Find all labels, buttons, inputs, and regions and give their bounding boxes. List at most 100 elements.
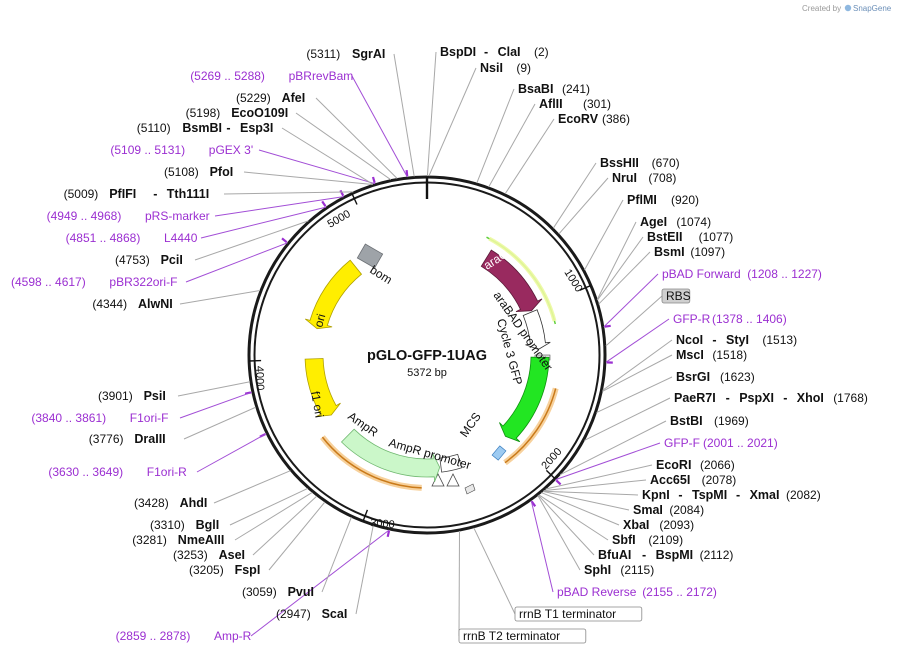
site-label-bsshii[interactable]: BssHII(670): [600, 156, 680, 170]
feature-ampr-promoter[interactable]: [439, 453, 463, 473]
leader-line: [558, 177, 609, 235]
feature-bom[interactable]: [356, 243, 384, 269]
site-label-nmeaiii[interactable]: (3281)NmeAIII: [132, 533, 224, 547]
primer-text: pBRrevBam: [289, 69, 354, 83]
site-label-acc65i[interactable]: Acc65I(2078): [650, 473, 736, 487]
feature-mcs[interactable]: [491, 445, 507, 461]
site-label-ecoo109i[interactable]: (5198)EcoO109I: [186, 106, 289, 120]
leader-line: [177, 381, 251, 397]
leader-line: [393, 53, 415, 177]
site-label-bsmbi[interactable]: (5110)BsmBI-Esp3I: [137, 121, 274, 135]
feature-arac[interactable]: [480, 249, 543, 312]
site-label-draiii[interactable]: (3776)DraIII: [89, 432, 166, 446]
site-label-sbfi[interactable]: SbfI(2109): [612, 533, 683, 547]
enzyme-name: BfuAI: [598, 548, 631, 562]
site-label-pfifi[interactable]: (5009)PfIFI-Tth111I: [64, 187, 210, 201]
site-label-ncoi[interactable]: NcoI-StyI(1513): [676, 333, 797, 347]
site-label-asei[interactable]: (3253)AseI: [173, 548, 245, 562]
site-label-psii[interactable]: (3901)PsiI: [98, 389, 166, 403]
site-label-rrnbt2[interactable]: rrnB T2 terminator: [458, 628, 587, 644]
site-label-pbrrevbam[interactable]: (5269 .. 5288)pBRrevBam: [190, 69, 353, 83]
site-label-ecorv[interactable]: EcoRV(386): [558, 112, 630, 126]
site-position: (1074): [676, 215, 711, 229]
site-label-f1orir[interactable]: (3630 .. 3649)F1ori-R: [48, 465, 187, 479]
site-label-agei[interactable]: AgeI(1074): [640, 215, 711, 229]
plasmid-center: pGLO-GFP-1UAG 5372 bp: [367, 348, 487, 379]
site-label-pbadf[interactable]: pBAD Forward(1208 .. 1227): [662, 267, 822, 281]
leader-line: [602, 339, 673, 391]
enzyme-name: ScaI: [322, 607, 348, 621]
site-label-f1orif[interactable]: (3840 .. 3861)F1ori-F: [31, 411, 168, 425]
enzyme-name: PsiI: [144, 389, 166, 403]
site-position: (2947): [276, 607, 311, 621]
site-label-bspdi[interactable]: BspDI-ClaI(2): [440, 45, 549, 59]
site-label-bsteii[interactable]: BstEII(1077): [647, 230, 733, 244]
site-label-ecori[interactable]: EcoRI(2066): [656, 458, 735, 472]
leader-line: [605, 318, 670, 363]
enzyme-name: BsaBI: [518, 82, 553, 96]
feature-ampr[interactable]: [340, 428, 441, 482]
site-label-pcii[interactable]: (4753)PciI: [115, 253, 183, 267]
site-label-afei[interactable]: (5229)AfeI: [236, 91, 305, 105]
site-label-smai[interactable]: SmaI(2084): [633, 503, 704, 517]
site-label-ampr_primer[interactable]: (2859 .. 2878)Amp-R: [116, 629, 252, 643]
site-label-nsii[interactable]: NsiI(9): [480, 61, 531, 75]
site-label-pbadr[interactable]: pBAD Reverse(2155 .. 2172): [557, 585, 717, 599]
site-label-xbai[interactable]: XbaI(2093): [623, 518, 694, 532]
site-label-paer7i[interactable]: PaeR7I-PspXI-XhoI(1768): [674, 391, 868, 405]
leader-line: [426, 51, 437, 177]
site-label-bsrgi[interactable]: BsrGI(1623): [676, 370, 755, 384]
site-position: (1518): [712, 348, 747, 362]
enzyme-name: PfoI: [210, 165, 234, 179]
site-label-kpni[interactable]: KpnI-TspMI-XmaI(2082): [642, 488, 821, 502]
site-label-rbs[interactable]: RBS: [661, 288, 691, 304]
leader-line: [185, 242, 288, 283]
site-label-pbr322[interactable]: (4598 .. 4617)pBR322ori-F: [11, 275, 177, 289]
site-label-scai[interactable]: (2947) ScaI: [276, 607, 347, 621]
site-label-prsmarker[interactable]: (4949 .. 4968)pRS-marker: [47, 209, 210, 223]
site-label-pvui[interactable]: (3059)PvuI: [242, 585, 314, 599]
site-label-nrui[interactable]: NruI(708): [612, 171, 676, 185]
site-label-alwni[interactable]: (4344)AlwNI: [92, 297, 172, 311]
primer-mark: [321, 200, 327, 207]
site-label-gfpr[interactable]: GFP-R(1378 .. 1406): [673, 312, 787, 326]
rrnb-t2-terminator-icon[interactable]: [446, 473, 460, 487]
site-label-rrnbt1[interactable]: rrnB T1 terminator: [514, 606, 643, 622]
site-position: (301): [583, 97, 611, 111]
site-label-pgex3[interactable]: (5109 .. 5131)pGEX 3': [110, 143, 253, 157]
enzyme-name: -: [484, 45, 488, 59]
enzyme-name: BglI: [196, 518, 220, 532]
enzyme-name: NcoI: [676, 333, 703, 347]
enzyme-name: XbaI: [623, 518, 649, 532]
site-label-msci[interactable]: MscI(1518): [676, 348, 747, 362]
enzyme-name: -: [678, 488, 682, 502]
site-label-gfpf[interactable]: GFP-F(2001 .. 2021): [664, 436, 778, 450]
site-label-sgrai[interactable]: (5311)SgrAI: [306, 47, 385, 61]
site-label-fspi[interactable]: (3205)FspI: [189, 563, 260, 577]
site-position: (5009): [64, 187, 99, 201]
site-label-ahdi[interactable]: (3428)AhdI: [134, 496, 207, 510]
plasmid-name: pGLO-GFP-1UAG: [367, 348, 487, 364]
site-label-l4440[interactable]: (4851 .. 4868)L4440: [66, 231, 198, 245]
feature-ori[interactable]: [304, 259, 363, 330]
site-label-bsabi[interactable]: BsaBI(241): [518, 82, 590, 96]
rrnb-t1-terminator-icon[interactable]: [464, 483, 476, 495]
site-label-pflmi[interactable]: PflMI(920): [627, 193, 699, 207]
site-label-sphi[interactable]: SphI(2115): [584, 563, 654, 577]
site-label-aflii[interactable]: AflII(301): [539, 97, 611, 111]
site-label-bfuai[interactable]: BfuAI-BspMI(2112): [598, 548, 733, 562]
leader-line: [351, 75, 408, 178]
site-label-bgli[interactable]: (3310)BglI: [150, 518, 219, 532]
feature-gfp[interactable]: [499, 356, 550, 443]
leader-line: [250, 529, 390, 637]
leader-line: [504, 118, 555, 195]
scale-tick: [362, 509, 369, 522]
primer-text: (1378 .. 1406): [712, 312, 787, 326]
site-label-pfoi[interactable]: (5108)PfoI: [164, 165, 233, 179]
primer-text: (3840 .. 3861): [31, 411, 106, 425]
feature-f1-ori[interactable]: [304, 358, 341, 418]
site-label-bsmi[interactable]: BsmI(1097): [654, 245, 725, 259]
site-position: rrnB T1 terminator: [519, 607, 616, 621]
site-label-bstbi[interactable]: BstBI(1969): [670, 414, 749, 428]
feature-arabad-promoter[interactable]: [522, 309, 551, 350]
